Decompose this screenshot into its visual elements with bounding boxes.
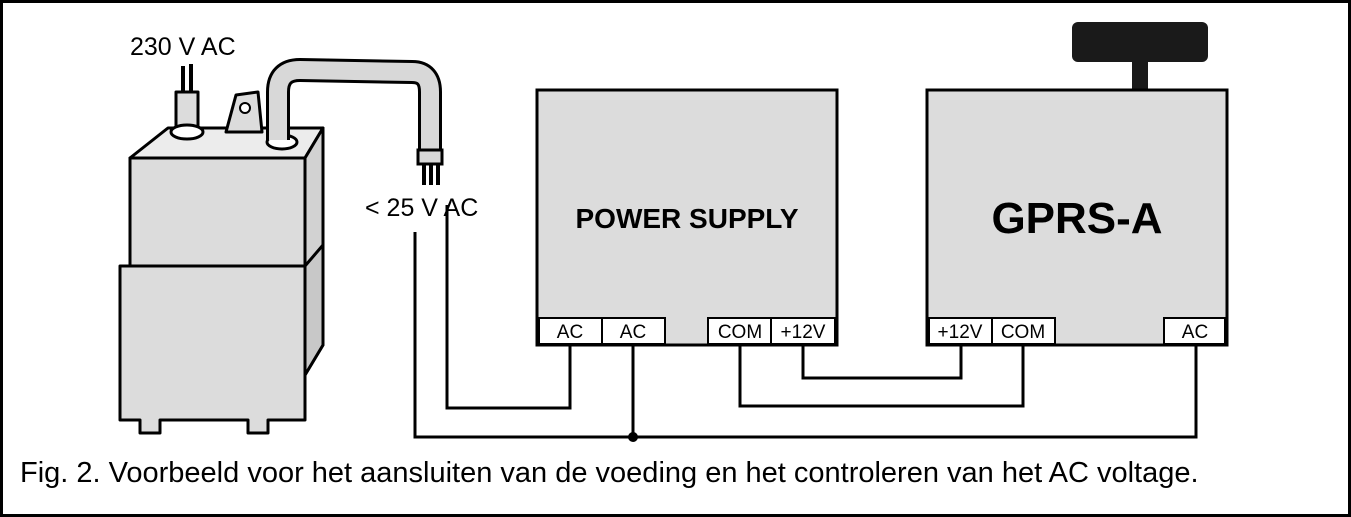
ps-terminal-com: COM <box>718 322 762 343</box>
ps-terminal-ac-2: AC <box>620 322 646 343</box>
power-supply-module: POWER SUPPLY AC AC COM +12V <box>535 88 839 347</box>
power-supply-title: POWER SUPPLY <box>575 203 798 234</box>
antenna-icon <box>1072 22 1208 92</box>
mains-voltage-label: 230 V AC <box>130 33 236 61</box>
gprs-terminal-com: COM <box>1001 322 1045 343</box>
gprs-title: GPRS-A <box>991 194 1162 243</box>
gprs-terminal-ac: AC <box>1182 322 1208 343</box>
ps-terminal-ac-1: AC <box>557 322 583 343</box>
figure-caption: Fig. 2. Voorbeeld voor het aansluiten va… <box>20 457 1199 489</box>
wiring <box>413 205 1198 442</box>
gprs-module: GPRS-A +12V COM AC <box>925 88 1229 347</box>
secondary-voltage-label: < 25 V AC <box>365 194 478 222</box>
ps-terminal-12v: +12V <box>781 322 826 343</box>
gprs-terminal-12v: +12V <box>938 322 983 343</box>
